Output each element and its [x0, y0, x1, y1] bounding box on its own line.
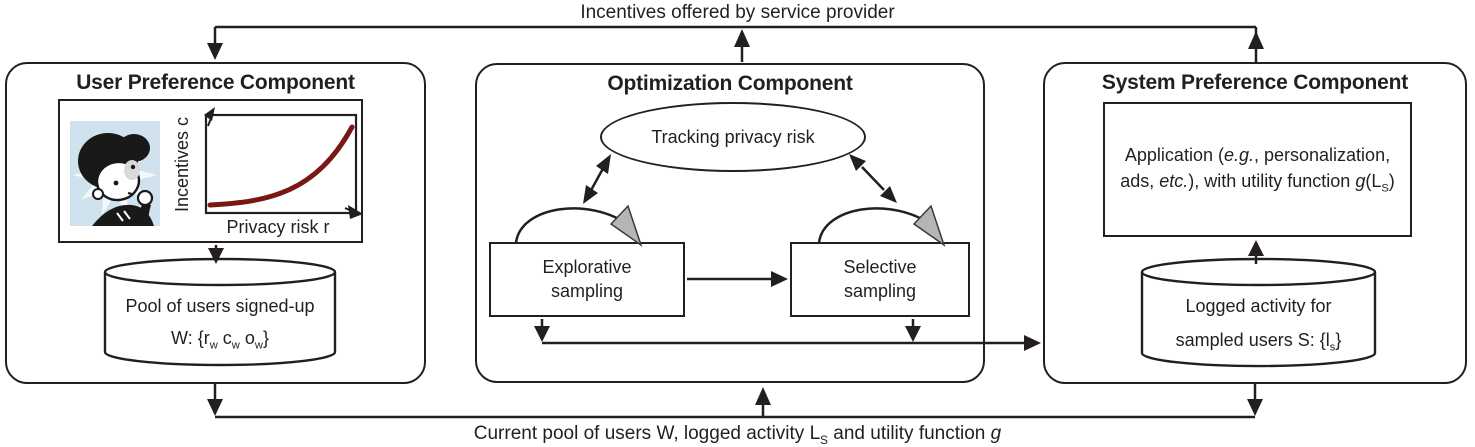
explorative-sampling-label: Explorative sampling — [542, 257, 632, 301]
x-axis-arrowhead — [348, 205, 363, 219]
application-box-line1: Application (e.g., personalization, — [1124, 145, 1391, 166]
incentive-curve-chart — [204, 107, 363, 219]
arrowhead-from-optimization-up — [734, 29, 750, 47]
exponential-incentive-curve — [207, 124, 355, 208]
system-preference-component: System Preference Component Application … — [1043, 62, 1467, 384]
arrowhead-into-system-component — [1024, 335, 1041, 351]
logged-activity-cylinder — [1140, 257, 1377, 368]
log-cylinder-line1: Logged activity for — [1185, 296, 1332, 316]
log-cylinder-line2: sampled users S: {ls} — [1175, 330, 1342, 354]
bottom-flow-label: Current pool of users W, logged activity… — [473, 423, 1002, 447]
selective-sampling-label: Selective sampling — [843, 257, 917, 301]
application-box-line2: ads, etc.), with utility function g(LS) — [1120, 171, 1395, 195]
arrowhead-into-user-component — [207, 43, 223, 60]
tracking-privacy-risk-label: Tracking privacy risk — [651, 126, 815, 147]
arrowhead-system-to-bottom — [1247, 399, 1263, 416]
user-preference-component: User Preference Component — [5, 62, 426, 384]
optimization-component: Optimization Component Tracking privacy … — [475, 63, 985, 383]
explorative-sampling-box: Explorative sampling — [489, 242, 685, 317]
optimization-title: Optimization Component — [607, 72, 853, 95]
pool-cylinder-line2: W: {rw cw ow} — [171, 328, 269, 352]
user-model-box: Incentives c Privacy risk r — [58, 99, 363, 243]
thinking-user-illustration — [70, 121, 160, 226]
chart-x-axis-label: Privacy risk r — [226, 217, 330, 237]
user-preference-title: User Preference Component — [76, 71, 355, 94]
arrowhead-bottom-into-optimization — [755, 387, 771, 405]
chart-y-axis-label: Incentives c — [172, 116, 192, 212]
selective-sampling-box: Selective sampling — [790, 242, 970, 317]
arrowhead-from-system-up — [1248, 31, 1264, 49]
y-axis-arrowhead — [204, 107, 215, 121]
application-box: Application (e.g., personalization, ads,… — [1103, 102, 1412, 237]
tracking-privacy-risk-ellipse: Tracking privacy risk — [600, 102, 866, 172]
arrowhead-user-to-bottom — [207, 399, 223, 416]
pool-cylinder-line1: Pool of users signed-up — [125, 296, 315, 316]
pool-of-users-cylinder — [103, 257, 337, 367]
system-preference-title: System Preference Component — [1101, 71, 1409, 94]
top-flow-label: Incentives offered by service provider — [580, 2, 895, 23]
